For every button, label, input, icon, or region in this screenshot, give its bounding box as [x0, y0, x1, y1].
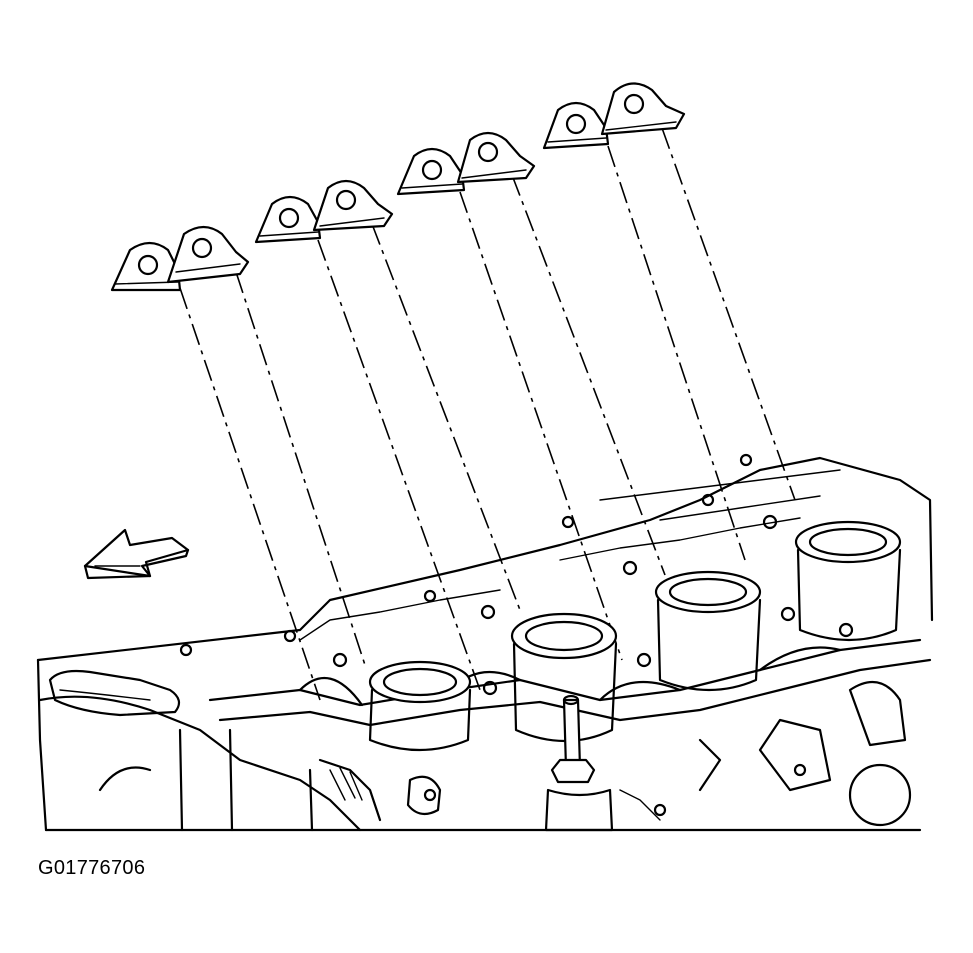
bolt-hole-group [179, 453, 854, 696]
lifter-bore [794, 520, 902, 642]
bearing-cap [396, 147, 466, 196]
lifter-bore [654, 570, 762, 692]
lifter-bore-group [368, 520, 902, 752]
cylinder-head [36, 456, 934, 832]
bearing-cap [456, 131, 536, 184]
head-end-features [619, 680, 912, 827]
bearing-cap [542, 101, 610, 150]
bearing-cap-group [110, 82, 686, 292]
bearing-cap [110, 241, 182, 292]
figure-id-label: G01776706 [38, 857, 146, 879]
stud [544, 694, 614, 832]
arrow-left-down-icon [83, 528, 190, 580]
bearing-cap [166, 225, 250, 284]
front-detail [318, 758, 442, 822]
bearing-cap [254, 195, 322, 244]
bearing-cap [312, 179, 394, 232]
bearing-cap [600, 82, 686, 136]
lifter-bore [368, 660, 472, 752]
